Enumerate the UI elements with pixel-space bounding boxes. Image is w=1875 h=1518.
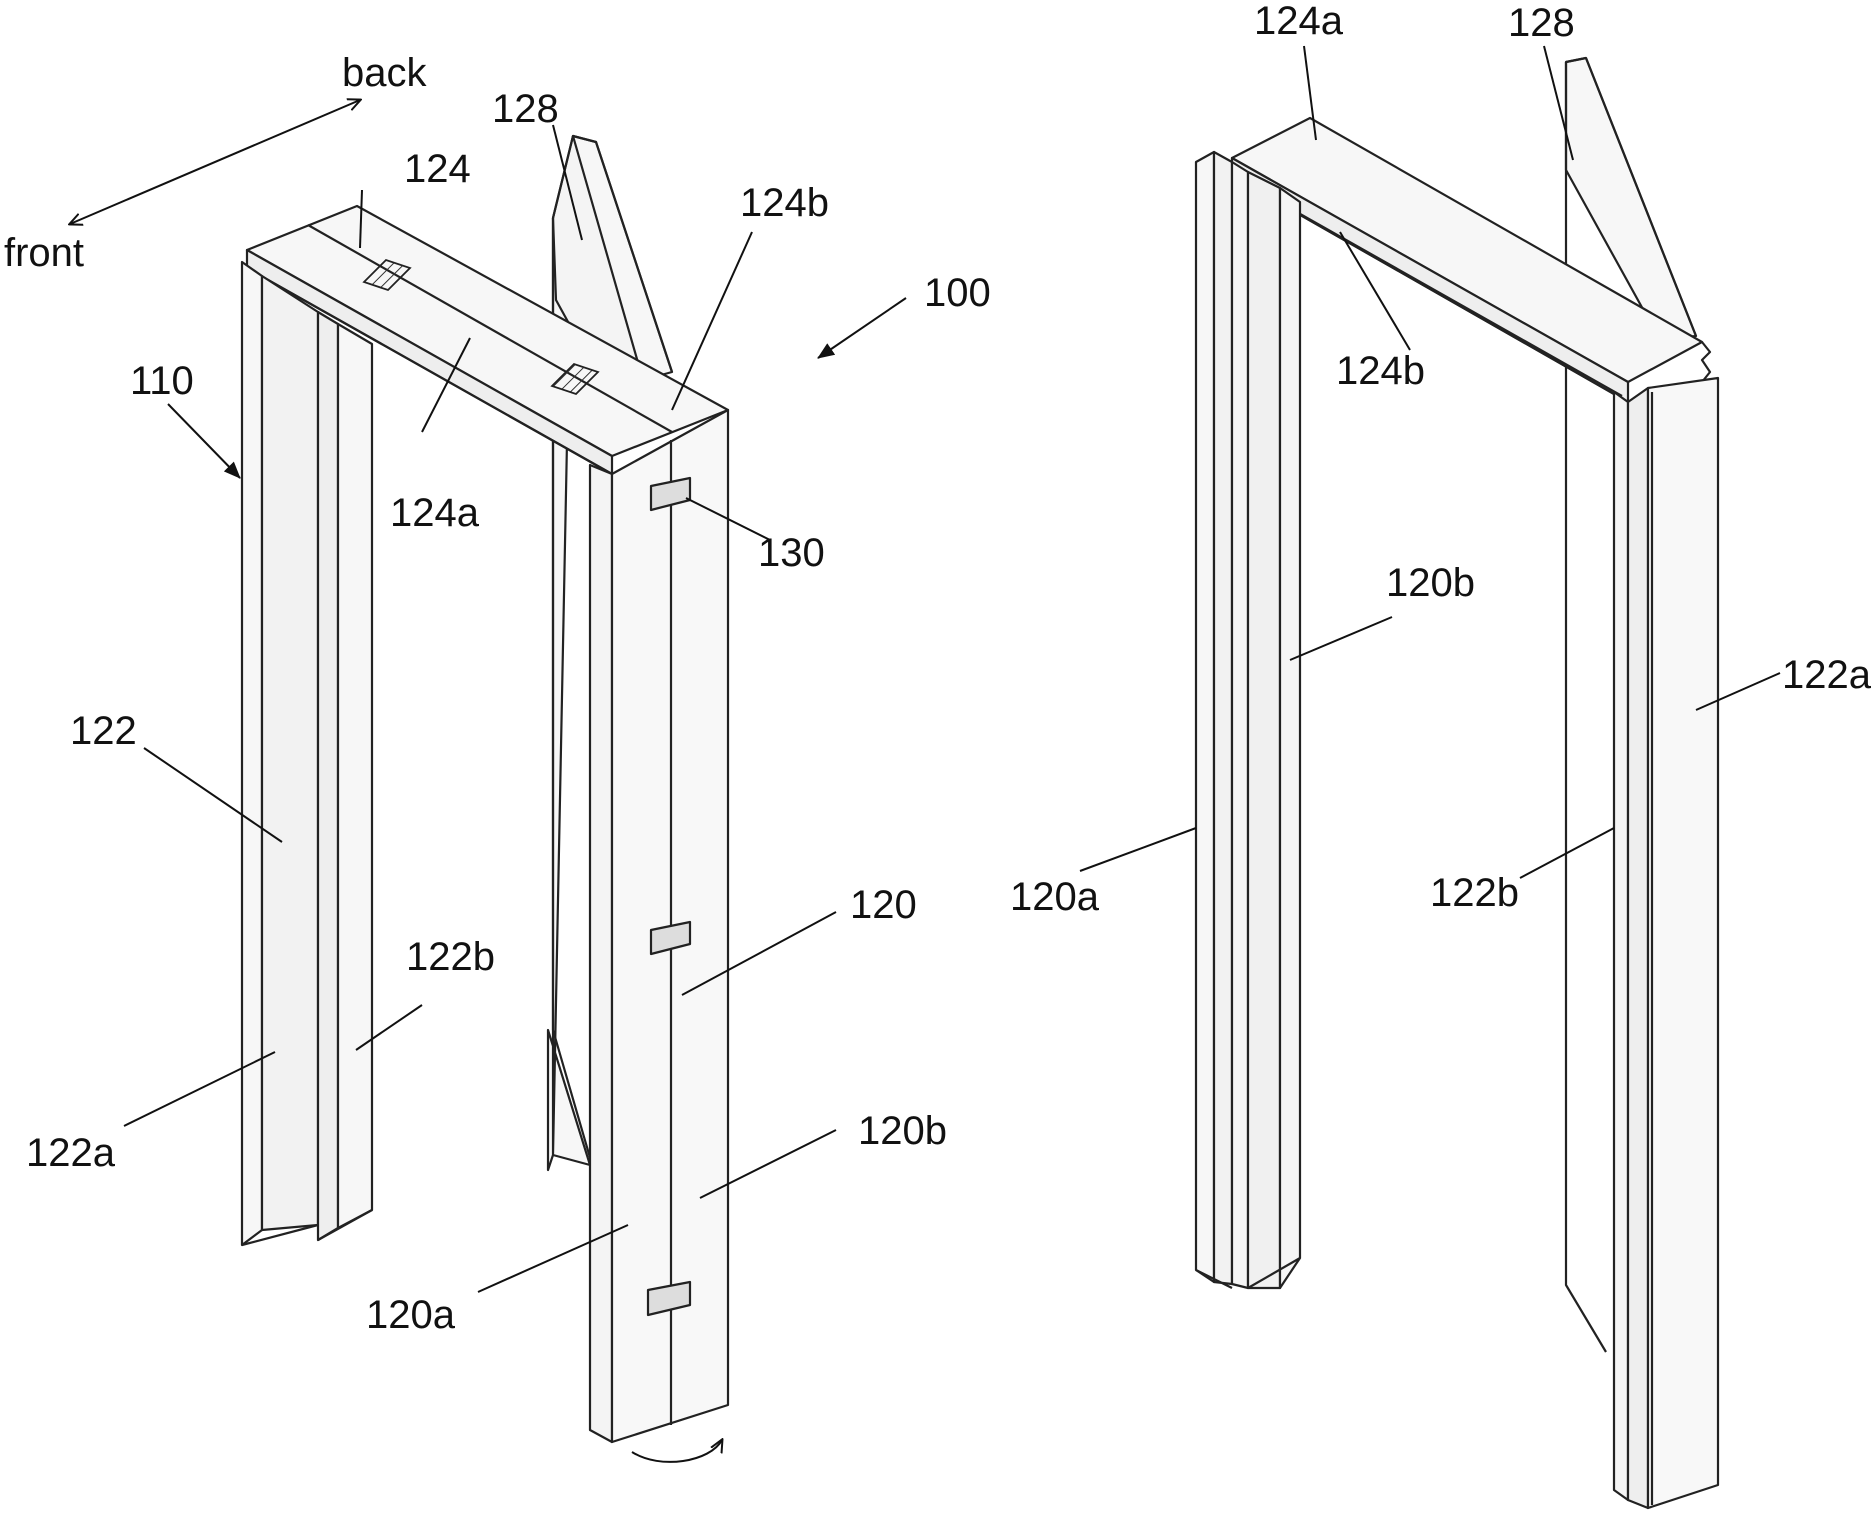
label-120b: 120b	[858, 1109, 947, 1153]
label-124: 124	[404, 147, 471, 191]
direction-arrow	[70, 100, 360, 224]
label-122a: 122a	[26, 1131, 116, 1175]
label-122: 122	[70, 709, 137, 753]
label-128-right: 128	[1508, 1, 1575, 45]
left-jamb-122	[242, 262, 372, 1245]
label-back: back	[342, 51, 427, 95]
label-124a: 124a	[390, 491, 480, 535]
label-100: 100	[924, 271, 991, 315]
left-view-drawing	[70, 100, 906, 1462]
label-122b: 122b	[406, 935, 495, 979]
arrow-100	[818, 298, 906, 358]
label-124b: 124b	[740, 181, 829, 225]
label-124b-right: 124b	[1336, 349, 1425, 393]
rotation-arrow	[632, 1440, 722, 1462]
label-120b-right: 120b	[1386, 561, 1475, 605]
left-jamb-right-view	[1196, 152, 1300, 1288]
label-110: 110	[130, 359, 194, 403]
label-128: 128	[492, 87, 559, 131]
label-122a-right: 122a	[1782, 653, 1872, 697]
right-jamb-120	[590, 410, 728, 1462]
label-130: 130	[758, 531, 825, 575]
arrow-110	[168, 404, 240, 478]
label-120: 120	[850, 883, 917, 927]
label-124a-right: 124a	[1254, 0, 1344, 43]
right-view-drawing	[1080, 46, 1780, 1508]
label-122b-right: 122b	[1430, 871, 1519, 915]
label-front: front	[4, 231, 84, 275]
right-jamb-right-view	[1614, 378, 1718, 1508]
label-120a-right: 120a	[1010, 875, 1100, 919]
label-120a: 120a	[366, 1293, 456, 1337]
